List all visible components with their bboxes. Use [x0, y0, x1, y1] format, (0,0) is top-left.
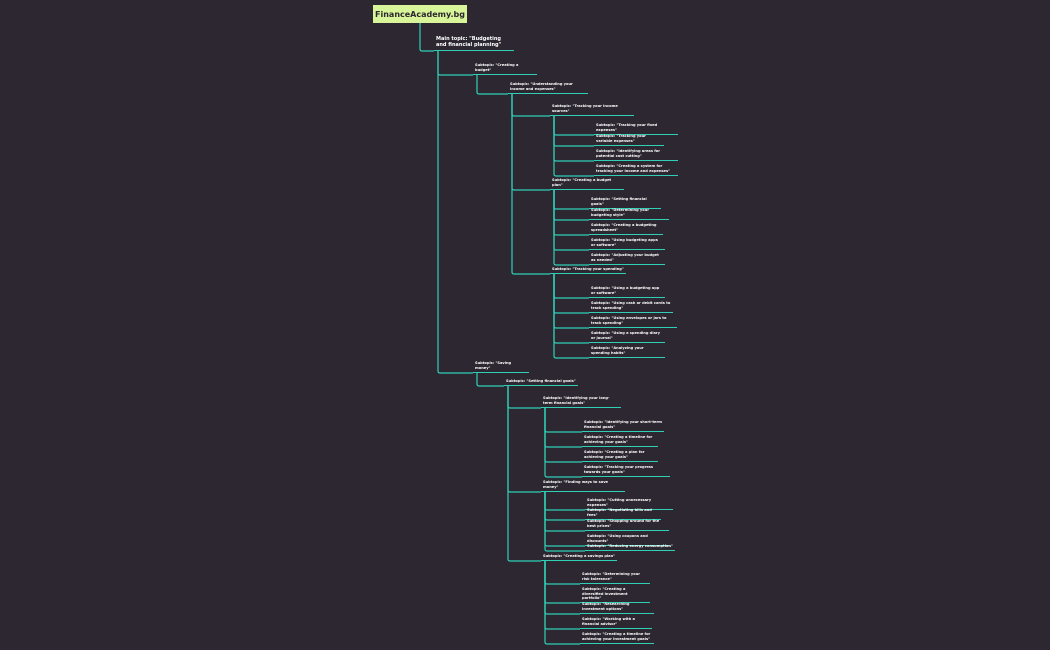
- connector-n27: [544, 408, 582, 478]
- connector-n28: [507, 386, 541, 493]
- main-topic-node[interactable]: Main topic: "Budgeting and financial pla…: [434, 36, 514, 52]
- subtopic-node[interactable]: Subtopic: "Determining your risk toleran…: [580, 572, 650, 584]
- connector-n3: [476, 75, 508, 95]
- subtopic-node[interactable]: Subtopic: "Setting financial goals": [589, 197, 661, 209]
- subtopic-node[interactable]: Subtopic: "Shopping around for the best …: [585, 519, 669, 531]
- subtopic-node[interactable]: Subtopic: "Using a budgeting app or soft…: [589, 286, 665, 298]
- connector-n32: [544, 492, 585, 547]
- connector-n18: [553, 274, 589, 329]
- subtopic-node[interactable]: Subtopic: "Identifying your long-term fi…: [541, 396, 621, 408]
- connector-n36: [544, 561, 580, 604]
- subtopic-node[interactable]: Subtopic: "Researching investment option…: [580, 602, 654, 614]
- subtopic-node[interactable]: Subtopic: "Cutting unnecessary expenses": [585, 498, 673, 510]
- subtopic-node[interactable]: Subtopic: "Tracking your income sources": [550, 104, 634, 116]
- connector-n24: [544, 408, 582, 433]
- subtopic-node[interactable]: Subtopic: "Tracking your variable expens…: [594, 134, 664, 146]
- connector-n37: [544, 561, 580, 615]
- connector-n38: [544, 561, 580, 630]
- subtopic-node[interactable]: Subtopic: "Saving money": [473, 361, 529, 373]
- subtopic-node[interactable]: Subtopic: "Tracking your fixed expenses": [594, 123, 678, 135]
- connector-n22: [476, 373, 504, 387]
- subtopic-node[interactable]: Subtopic: "Working with a financial advi…: [580, 617, 652, 629]
- subtopic-node[interactable]: Subtopic: "Creating a budget plan": [550, 178, 624, 190]
- connector-n20: [553, 274, 589, 359]
- subtopic-node[interactable]: Subtopic: "Using coupons and discounts": [585, 534, 669, 546]
- subtopic-node[interactable]: Subtopic: "Analyzing your spending habit…: [589, 346, 665, 358]
- connector-n4: [511, 94, 550, 117]
- connector-n31: [544, 492, 585, 532]
- connector-n34: [507, 386, 541, 562]
- subtopic-node[interactable]: Subtopic: "Negotiating bills and fees": [585, 508, 661, 520]
- subtopic-node[interactable]: Subtopic: "Creating a savings plan": [541, 554, 617, 562]
- subtopic-node[interactable]: Subtopic: "Creating a budgeting spreadsh…: [589, 223, 663, 235]
- connector-n8: [553, 116, 594, 177]
- connector-n39: [544, 561, 580, 645]
- subtopic-node[interactable]: Subtopic: "Creating a timeline for achie…: [580, 632, 654, 644]
- connector-n23: [507, 386, 541, 409]
- subtopic-node[interactable]: Subtopic: "Identifying areas for potenti…: [594, 149, 678, 161]
- subtopic-node[interactable]: Subtopic: "Using envelopes or jars to tr…: [589, 316, 677, 328]
- subtopic-node[interactable]: Subtopic: "Tracking your progress toward…: [582, 465, 670, 477]
- connector-n29: [544, 492, 585, 511]
- subtopic-node[interactable]: Subtopic: "Adjusting your budget as need…: [589, 253, 665, 265]
- connector-n17: [553, 274, 589, 314]
- connector-n33: [544, 492, 585, 552]
- root-topic[interactable]: FinanceAcademy.bg: [373, 5, 467, 23]
- connector-n10: [553, 190, 589, 210]
- connector-n35: [544, 561, 580, 585]
- subtopic-node[interactable]: Subtopic: "Creating a system for trackin…: [594, 164, 678, 176]
- connector-n19: [553, 274, 589, 344]
- connector-n26: [544, 408, 582, 463]
- connector-n1: [419, 23, 434, 52]
- subtopic-node[interactable]: Subtopic: "Setting financial goals": [504, 379, 578, 387]
- connector-n2: [437, 51, 473, 76]
- subtopic-node[interactable]: Subtopic: "Understanding your income and…: [508, 82, 588, 94]
- subtopic-node[interactable]: Subtopic: "Identifying your short-term f…: [582, 420, 664, 432]
- subtopic-node[interactable]: Subtopic: "Using budgeting apps or softw…: [589, 238, 665, 250]
- subtopic-node[interactable]: Subtopic: "Reducing energy consumption": [585, 544, 675, 552]
- subtopic-node[interactable]: Subtopic: "Using a spending diary or jou…: [589, 331, 665, 343]
- subtopic-node[interactable]: Subtopic: "Creating a plan for achieving…: [582, 450, 658, 462]
- subtopic-node[interactable]: Subtopic: "Creating a timeline for achie…: [582, 435, 658, 447]
- subtopic-node[interactable]: Subtopic: "Using cash or debit cards to …: [589, 301, 673, 313]
- subtopic-node[interactable]: Subtopic: "Finding ways to save money": [541, 480, 625, 492]
- connector-n6: [553, 116, 594, 147]
- connector-n11: [553, 190, 589, 221]
- subtopic-node[interactable]: Subtopic: "Determining your budgeting st…: [589, 208, 669, 220]
- connector-n7: [553, 116, 594, 162]
- connector-n12: [553, 190, 589, 236]
- connector-n9: [511, 94, 550, 191]
- connector-n30: [544, 492, 585, 521]
- connector-n16: [553, 274, 589, 299]
- connector-n21: [437, 51, 473, 374]
- connector-n14: [553, 190, 589, 266]
- subtopic-node[interactable]: Subtopic: "Creating a diversified invest…: [580, 587, 650, 604]
- connector-n25: [544, 408, 582, 448]
- connector-n15: [511, 94, 550, 275]
- subtopic-node[interactable]: Subtopic: "Creating a budget": [473, 63, 537, 75]
- subtopic-node[interactable]: Subtopic: "Tracking your spending": [550, 267, 626, 275]
- connector-n5: [553, 116, 594, 136]
